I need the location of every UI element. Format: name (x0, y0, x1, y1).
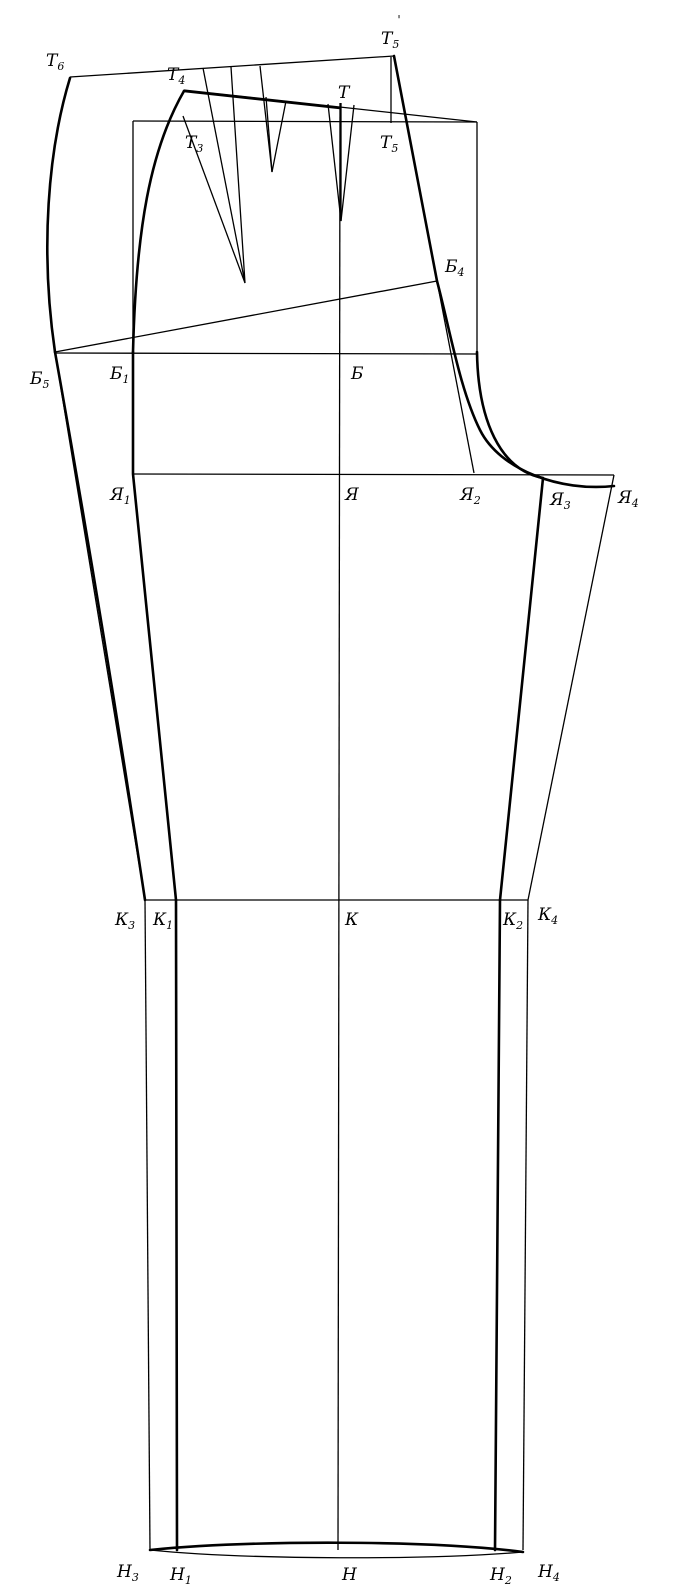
label-k4: К4 (537, 905, 558, 927)
crease-line (337, 102, 341, 1551)
waist-construction-line (132, 120, 478, 123)
pattern-outline (46, 54, 616, 1559)
front-outseam (131, 350, 178, 902)
back-side-curve (46, 76, 72, 354)
label-k: К (344, 910, 359, 930)
back-dart-long-left (182, 115, 246, 284)
back-dart-large (202, 66, 246, 284)
label-t3: Т3 (185, 133, 203, 155)
back-outseam (53, 350, 147, 902)
label-t: Т (338, 83, 351, 103)
front-lower-right (493, 898, 502, 1552)
point-labels: Т6 Т4 Т3 Т Т5' Т5 Б4 Б5 Б1 Б Я1 Я Я2 Я3 … (29, 13, 639, 1587)
back-dart-side (265, 96, 273, 173)
hip-slant-line (54, 280, 438, 353)
back-waist-guide (69, 55, 395, 78)
label-k2: К2 (502, 910, 523, 932)
label-t5: Т5 (380, 133, 398, 155)
lower-left-outer (144, 899, 151, 1551)
back-crotch-seam (392, 54, 616, 489)
label-ya1: Я1 (109, 485, 131, 507)
label-b1: Б1 (109, 364, 130, 386)
label-ya: Я (344, 485, 359, 505)
hem-curve-lower (149, 1549, 524, 1559)
label-h4: Н4 (537, 1562, 560, 1584)
back-dart-small (259, 65, 287, 173)
label-ya2: Я2 (459, 485, 481, 507)
label-h3: Н3 (116, 1562, 139, 1584)
hem-curve (148, 1541, 525, 1554)
seat-line (132, 473, 615, 476)
label-t4: Т4 (167, 65, 185, 87)
label-b: Б (350, 364, 364, 384)
label-k3: К3 (114, 910, 135, 932)
label-h: Н (341, 1565, 358, 1585)
label-k1: К1 (152, 910, 173, 932)
back-inseam-guide (527, 474, 615, 901)
label-h1: Н1 (169, 1565, 192, 1587)
construction-lines (54, 55, 615, 1551)
front-inseam (498, 476, 545, 902)
label-ya3: Я3 (549, 490, 571, 512)
label-h2: Н2 (489, 1565, 512, 1587)
front-waist (182, 89, 342, 110)
front-rise-guide (436, 280, 475, 474)
front-side-curve (131, 89, 186, 354)
label-b5: Б5 (29, 369, 50, 391)
label-ya4: Я4 (617, 488, 639, 510)
hip-line (54, 352, 478, 355)
front-crotch-curve (475, 350, 545, 480)
front-lower-left (174, 898, 179, 1552)
lower-right-outer (522, 899, 529, 1551)
label-b4: Б4 (444, 257, 465, 279)
label-t6: Т6 (46, 51, 64, 73)
label-t5-prime: Т5' (381, 13, 401, 51)
